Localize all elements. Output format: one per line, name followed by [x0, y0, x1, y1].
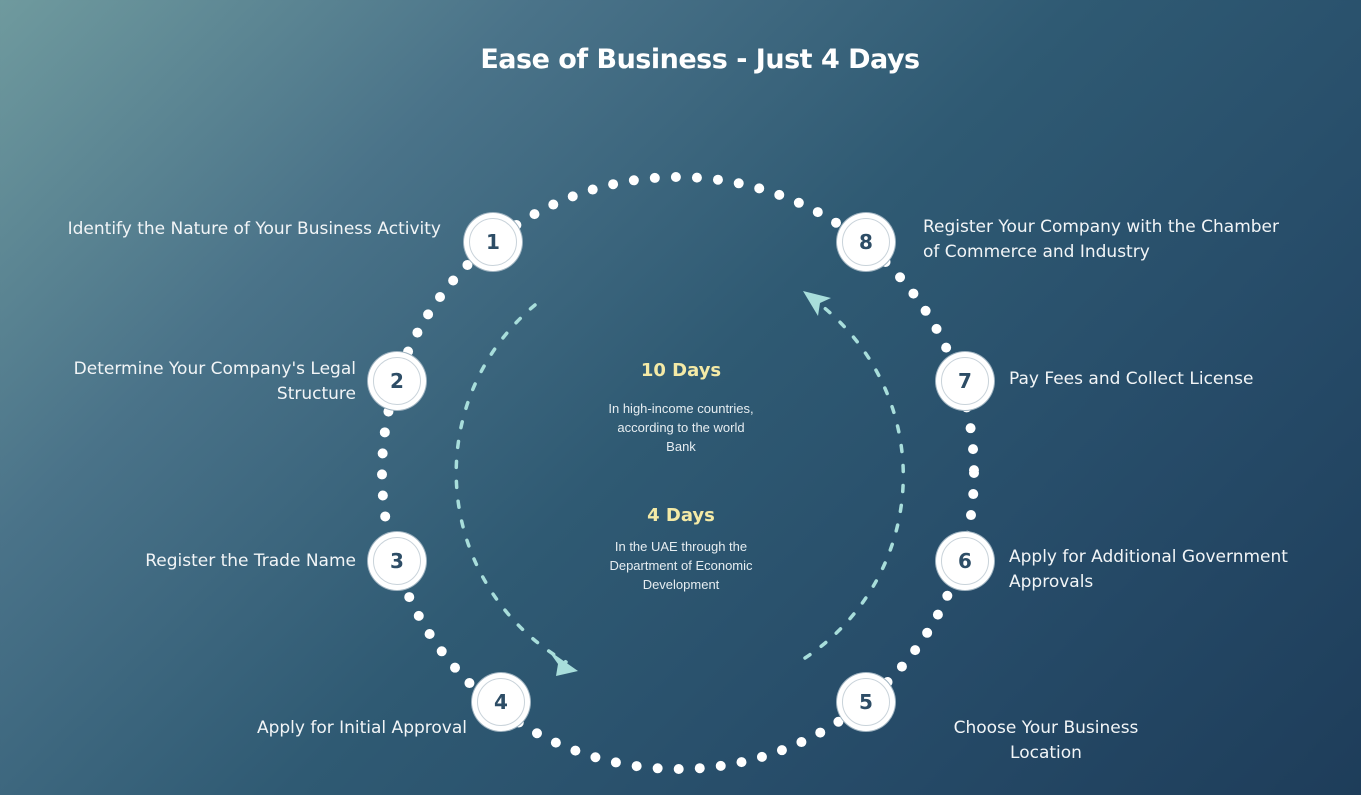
- step-6-node: 6: [938, 534, 992, 588]
- step-8-node: 8: [839, 215, 893, 269]
- dotted-outer-ring: [377, 172, 979, 774]
- step-4-node: 4: [474, 675, 528, 729]
- step-5-label: Choose Your Business Location: [953, 718, 1139, 763]
- step-2-label: Determine Your Company's Legal Structure: [73, 359, 356, 404]
- stat-10-days-text: In high-income countries, according to t…: [608, 401, 754, 454]
- step-3-node: 3: [370, 534, 424, 588]
- step-8-label: Register Your Company with the Chamber o…: [923, 217, 1280, 262]
- stat-4-days-text: In the UAE through the Department of Eco…: [609, 539, 753, 592]
- right-dashed-arrow-arc: [803, 304, 906, 660]
- step-5-node: 5: [839, 675, 893, 729]
- step-2-node: 2: [370, 354, 424, 408]
- step-1-label: Identify the Nature of Your Business Act…: [67, 219, 441, 239]
- stat-10-days-value: 10 Days: [640, 360, 722, 381]
- stat-4-days-value: 4 Days: [647, 505, 715, 526]
- step-4-label: Apply for Initial Approval: [256, 718, 467, 738]
- step-1-node: 1: [466, 215, 520, 269]
- step-7-label: Pay Fees and Collect License: [1009, 369, 1254, 389]
- arrowhead-up-icon: [803, 291, 831, 316]
- page-title: Ease of Business - Just 4 Days: [480, 44, 920, 75]
- step-7-node: 7: [938, 354, 992, 408]
- left-dashed-arrow-arc: [454, 303, 568, 664]
- arrowhead-down-icon: [548, 650, 578, 676]
- step-6-label: Apply for Additional Government Approval…: [1009, 547, 1288, 592]
- step-3-label: Register the Trade Name: [145, 551, 356, 571]
